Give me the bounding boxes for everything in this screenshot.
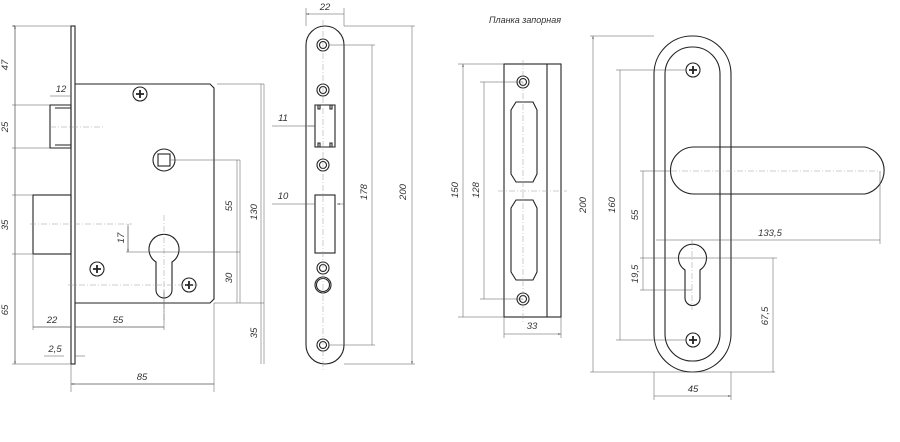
latch-bolt: [49, 104, 72, 149]
lock-case: [75, 83, 215, 304]
screw-icon: [685, 62, 701, 78]
dim-45: 45: [688, 384, 699, 395]
dim-55: 55: [113, 315, 124, 326]
dead-bolt: [32, 194, 72, 255]
dim-85: 85: [137, 372, 148, 383]
dim-30: 30: [224, 272, 235, 283]
strike-slot: [510, 199, 538, 281]
dim-133-5: 133,5: [758, 228, 782, 239]
dim-33: 33: [527, 321, 538, 332]
cylinder-hole: [677, 243, 708, 306]
dim-65: 65: [0, 304, 11, 315]
strike-plate-title: Планка запорная: [489, 15, 561, 25]
dim-10: 10: [278, 191, 289, 202]
screw-icon: [132, 86, 148, 102]
handle-lever: [670, 146, 885, 195]
dim-19-5: 19,5: [630, 264, 641, 283]
faceplate-edge: [70, 25, 76, 365]
dim-35-right: 35: [249, 327, 260, 338]
strike-slot: [510, 101, 538, 183]
dim-67-5: 67,5: [760, 306, 771, 325]
cylinder-hole: [148, 233, 180, 299]
dim-12: 12: [56, 84, 67, 95]
dim-25: 25: [0, 121, 11, 133]
dim-178: 178: [359, 183, 370, 200]
dim-22: 22: [319, 2, 331, 13]
dim-22: 22: [46, 315, 58, 326]
dim-55: 55: [630, 209, 641, 220]
screw-icon: [685, 332, 701, 348]
dim-130: 130: [249, 203, 260, 220]
bolt-opening: [314, 194, 336, 254]
handle-view: 200 160 55 19,5 133,5 67,5 45: [578, 36, 885, 400]
dim-2-5: 2,5: [47, 344, 62, 355]
dim-200: 200: [578, 196, 589, 214]
screw-icon: [89, 261, 105, 277]
faceplate-view: 22 11 10 178 200: [272, 2, 415, 370]
dim-17: 17: [116, 232, 127, 243]
dim-47: 47: [0, 59, 11, 70]
lock-body-view: 47 25 35 65 12 22 55 2,5 85 17 55 30 130…: [0, 25, 265, 392]
dim-35: 35: [0, 219, 11, 230]
dim-11: 11: [278, 113, 288, 124]
dim-128: 128: [471, 181, 482, 198]
dim-55-vertical: 55: [224, 200, 235, 211]
latch-opening: [314, 104, 336, 148]
dim-160: 160: [607, 196, 618, 213]
dim-150: 150: [450, 181, 461, 198]
strike-plate-view: Планка запорная 150 128 33: [450, 15, 567, 338]
dim-200: 200: [398, 183, 409, 201]
